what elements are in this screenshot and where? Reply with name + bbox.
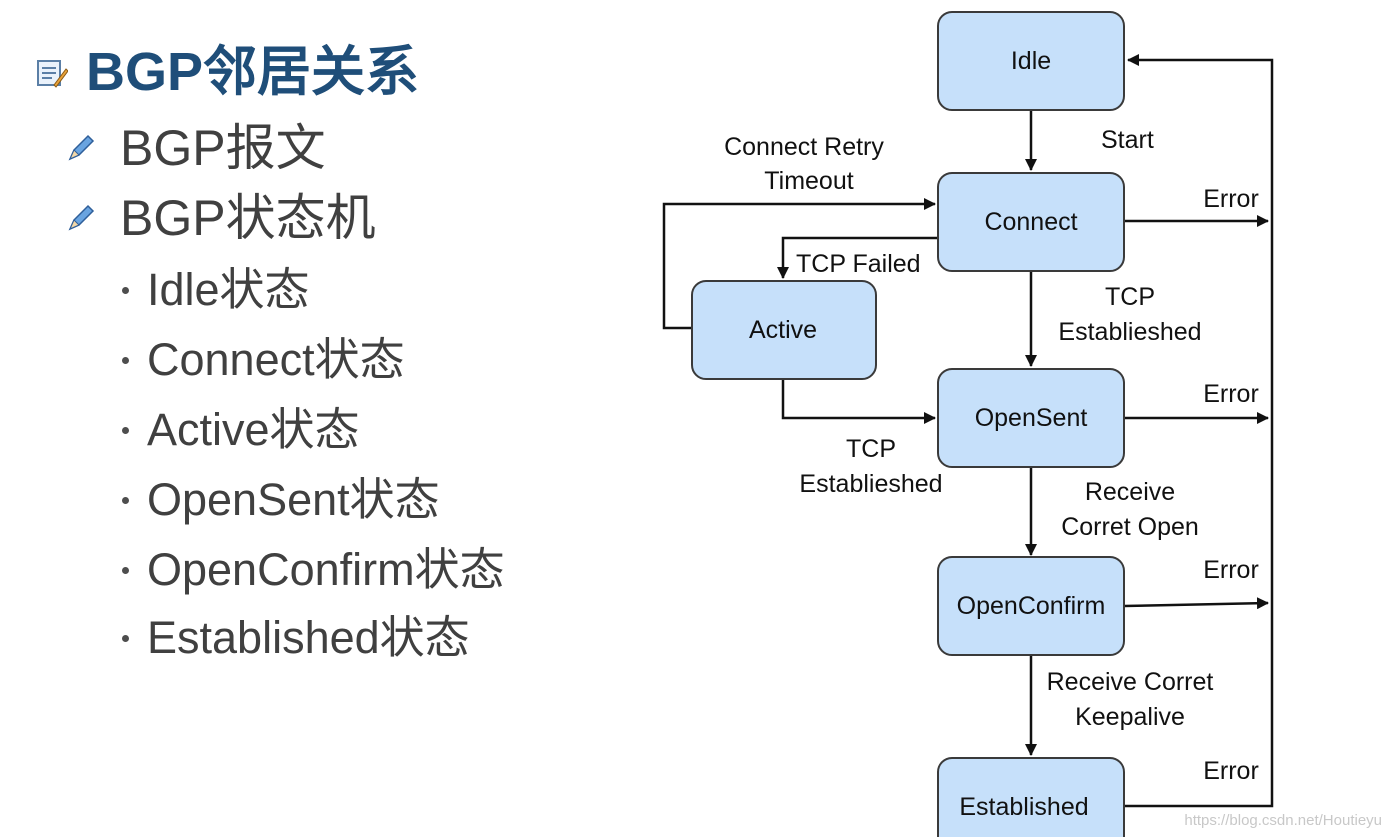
slide-title: BGP邻居关系 bbox=[86, 42, 420, 102]
state-openconfirm-label: OpenConfirm bbox=[957, 592, 1106, 620]
label-established-left: Establieshed bbox=[799, 470, 942, 498]
state-established: Established bbox=[937, 757, 1125, 837]
label-connect-retry: Connect Retry bbox=[724, 133, 884, 161]
state-connect: Connect bbox=[937, 172, 1125, 272]
label-error-openconfirm: Error bbox=[1203, 556, 1259, 584]
edge-error-bus-to-idle bbox=[1124, 54, 1274, 808]
slide-title-row: BGP邻居关系 bbox=[34, 40, 419, 104]
sub-item-label: Active状态 bbox=[147, 404, 360, 455]
state-opensent-label: OpenSent bbox=[975, 404, 1088, 432]
state-connect-label: Connect bbox=[984, 208, 1077, 236]
list-item-bgp-fsm: BGP状态机 bbox=[66, 188, 376, 248]
state-established-label: Established bbox=[959, 793, 1088, 821]
list-item-label: BGP报文 bbox=[120, 120, 326, 176]
state-active: Active bbox=[691, 280, 877, 380]
pencil-icon bbox=[68, 204, 95, 231]
label-receive-corret: Receive Corret bbox=[1047, 668, 1214, 696]
sub-item-label: Connect状态 bbox=[147, 334, 405, 385]
state-opensent: OpenSent bbox=[937, 368, 1125, 468]
sub-item-label: Established状态 bbox=[147, 612, 470, 663]
label-tcp-failed: TCP Failed bbox=[796, 250, 921, 278]
sub-item-connect: Connect状态 bbox=[122, 333, 405, 387]
bullet-dot bbox=[122, 356, 129, 364]
bullet-dot bbox=[122, 634, 129, 642]
bullet-dot bbox=[122, 496, 129, 504]
bullet-dot bbox=[122, 286, 129, 294]
edge-active-to-opensent bbox=[781, 380, 936, 424]
bullet-dot bbox=[122, 426, 129, 434]
notepad-icon bbox=[37, 60, 68, 88]
label-receive: Receive bbox=[1085, 478, 1175, 506]
watermark: https://blog.csdn.net/Houtieyu bbox=[1184, 812, 1382, 829]
sub-item-label: OpenSent状态 bbox=[147, 474, 440, 525]
bullet-dot bbox=[122, 566, 129, 574]
list-item-label: BGP状态机 bbox=[120, 190, 376, 246]
label-tcp-left: TCP bbox=[846, 435, 896, 463]
label-error-opensent: Error bbox=[1203, 380, 1259, 408]
label-timeout: Timeout bbox=[764, 167, 853, 195]
sub-item-active: Active状态 bbox=[122, 403, 360, 457]
sub-item-label: OpenConfirm状态 bbox=[147, 544, 505, 595]
sub-item-openconfirm: OpenConfirm状态 bbox=[122, 543, 505, 597]
edge-active-to-connect bbox=[662, 198, 936, 330]
sub-item-established: Established状态 bbox=[122, 611, 470, 665]
pencil-icon bbox=[68, 134, 95, 161]
edge-connect-to-active bbox=[777, 236, 938, 279]
label-keepalive: Keepalive bbox=[1075, 703, 1185, 731]
label-error-established: Error bbox=[1203, 757, 1259, 785]
label-established-right: Establieshed bbox=[1058, 318, 1201, 346]
label-corret-open: Corret Open bbox=[1061, 513, 1199, 541]
label-tcp-right: TCP bbox=[1105, 283, 1155, 311]
state-idle-label: Idle bbox=[1011, 47, 1051, 75]
label-error-connect: Error bbox=[1203, 185, 1259, 213]
connector-lines bbox=[662, 54, 1274, 808]
state-active-label: Active bbox=[749, 316, 817, 344]
sub-item-idle: Idle状态 bbox=[122, 263, 310, 317]
edge-openconfirm-error bbox=[1123, 597, 1269, 610]
list-item-bgp-messages: BGP报文 bbox=[66, 118, 326, 178]
state-idle: Idle bbox=[937, 11, 1125, 111]
sub-item-label: Idle状态 bbox=[147, 264, 310, 315]
state-openconfirm: OpenConfirm bbox=[937, 556, 1125, 656]
sub-item-opensent: OpenSent状态 bbox=[122, 473, 440, 527]
label-start: Start bbox=[1101, 126, 1154, 154]
